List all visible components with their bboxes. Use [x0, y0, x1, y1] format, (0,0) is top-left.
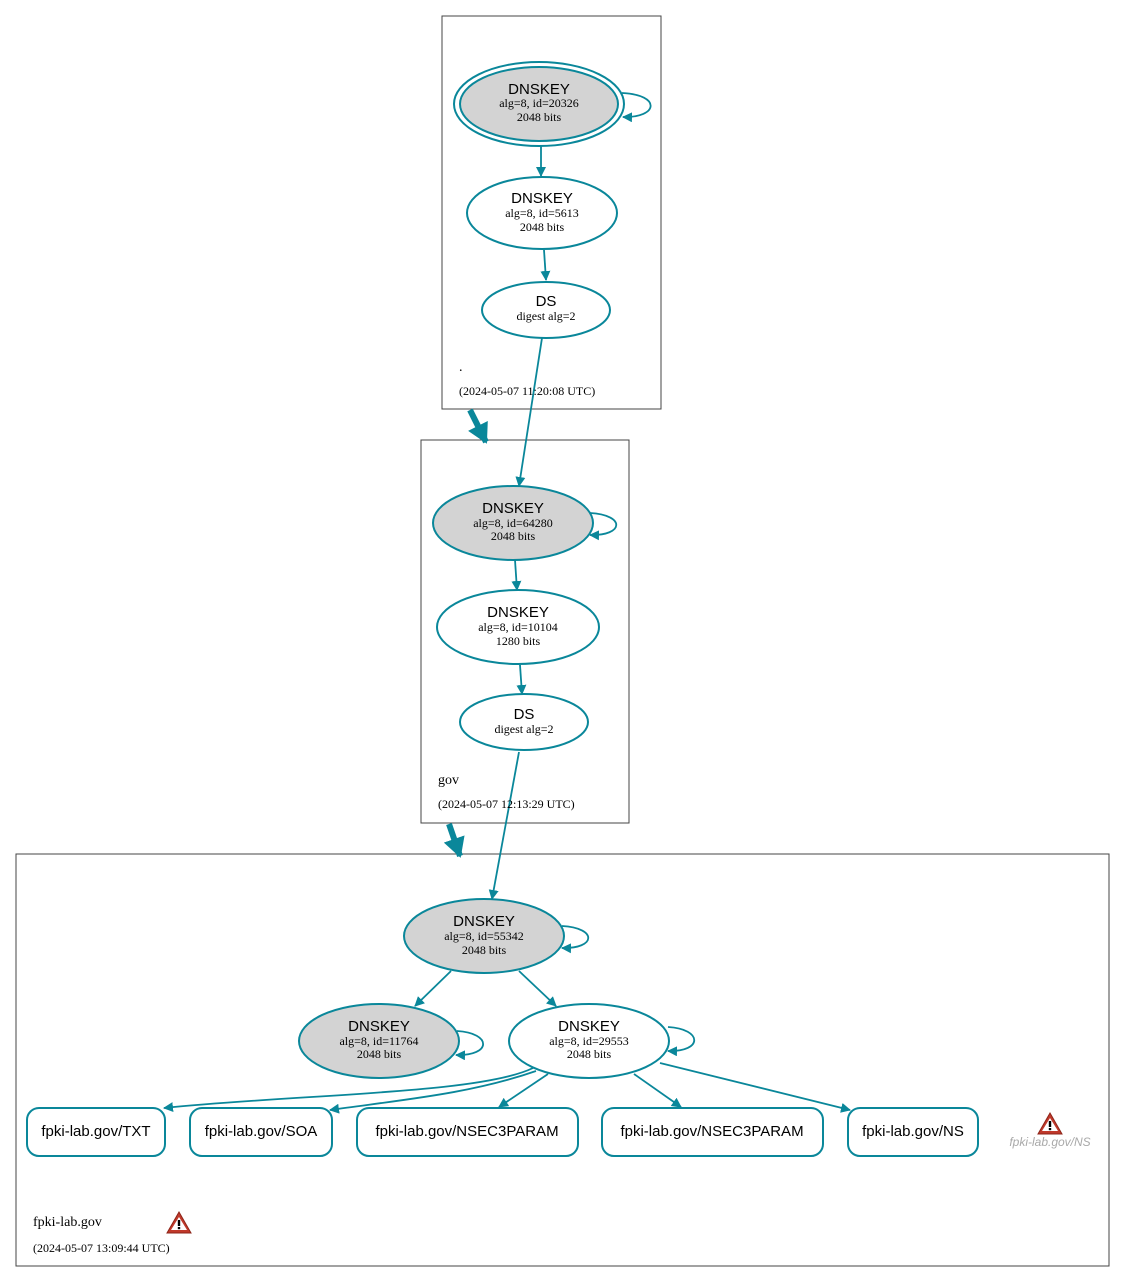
- edge-gov-ds-to-fpki-ksk: [488, 751, 520, 900]
- self-loop-gov-ksk: [589, 512, 618, 541]
- rrset-ns[interactable]: fpki-lab.gov/NS: [847, 1107, 979, 1157]
- node-fpki-ksk-size: 2048 bits: [462, 943, 507, 957]
- node-root-ds[interactable]: DS digest alg=2: [481, 281, 611, 339]
- node-fpki-zsk-size: 2048 bits: [567, 1047, 612, 1061]
- zone-fpki-box: [15, 853, 1110, 1267]
- rrset-txt-label: fpki-lab.gov/TXT: [41, 1123, 150, 1140]
- ghost-ns-label: fpki-lab.gov/NS: [1009, 1135, 1090, 1149]
- node-root-zsk-size: 2048 bits: [520, 220, 565, 234]
- node-fpki-ksk-detail: alg=8, id=55342: [444, 929, 524, 943]
- node-root-ksk[interactable]: DNSKEY alg=8, id=20326 2048 bits: [453, 61, 625, 147]
- zone-root-timestamp: (2024-05-07 11:20:08 UTC): [459, 384, 595, 398]
- rrset-nsec3param-2-label: fpki-lab.gov/NSEC3PARAM: [620, 1123, 803, 1140]
- node-gov-ksk-title: DNSKEY: [482, 500, 544, 517]
- node-fpki-key2-title: DNSKEY: [348, 1018, 410, 1035]
- node-gov-ds-detail: digest alg=2: [494, 722, 553, 736]
- edge-root-ds-to-gov-ksk: [515, 337, 543, 487]
- delegation-root-to-gov-arrow: [467, 408, 489, 444]
- node-root-ksk-size: 2048 bits: [517, 110, 562, 124]
- delegation-gov-to-fpki-arrow: [443, 823, 465, 858]
- zone-root-name: .: [459, 360, 463, 375]
- edge-fpki-zsk-to-nsec3param-1: [498, 1073, 549, 1108]
- ghost-ns-record[interactable]: fpki-lab.gov/NS: [1009, 1111, 1091, 1149]
- node-fpki-ksk-title: DNSKEY: [453, 913, 515, 930]
- node-fpki-key2-detail: alg=8, id=11764: [339, 1034, 418, 1048]
- node-fpki-ksk[interactable]: DNSKEY alg=8, id=55342 2048 bits: [403, 898, 565, 974]
- zone-gov-box: [420, 439, 630, 824]
- self-loop-fpki-key2: [455, 1030, 484, 1061]
- node-gov-ksk-detail: alg=8, id=64280: [473, 516, 553, 530]
- zone-root-box: [441, 15, 662, 410]
- edge-gov-zsk-to-ds: [516, 664, 527, 695]
- node-gov-zsk-title: DNSKEY: [487, 604, 549, 621]
- edge-fpki-ksk-to-key2: [414, 970, 452, 1007]
- node-fpki-key2-size: 2048 bits: [357, 1047, 402, 1061]
- node-gov-zsk-detail: alg=8, id=10104: [478, 620, 558, 634]
- edge-gov-ksk-to-zsk: [511, 559, 522, 591]
- rrset-nsec3param-2[interactable]: fpki-lab.gov/NSEC3PARAM: [601, 1107, 824, 1157]
- zone-gov-name: gov: [438, 773, 459, 788]
- rrset-nsec3param-1-label: fpki-lab.gov/NSEC3PARAM: [375, 1123, 558, 1140]
- node-fpki-zsk[interactable]: DNSKEY alg=8, id=29553 2048 bits: [508, 1003, 670, 1079]
- rrset-txt[interactable]: fpki-lab.gov/TXT: [26, 1107, 166, 1157]
- zone-warning-icon[interactable]: [166, 1210, 192, 1234]
- zone-fpki-name: fpki-lab.gov: [33, 1215, 102, 1230]
- rrset-soa[interactable]: fpki-lab.gov/SOA: [189, 1107, 333, 1157]
- edge-fpki-zsk-to-soa: [329, 1070, 537, 1114]
- node-fpki-key2[interactable]: DNSKEY alg=8, id=11764 2048 bits: [298, 1003, 460, 1079]
- self-loop-fpki-zsk: [667, 1026, 696, 1057]
- node-gov-zsk[interactable]: DNSKEY alg=8, id=10104 1280 bits: [436, 589, 600, 665]
- node-root-ksk-title: DNSKEY: [508, 81, 570, 98]
- self-loop-root-ksk: [621, 92, 652, 123]
- node-gov-ds-title: DS: [514, 706, 535, 723]
- rrset-soa-label: fpki-lab.gov/SOA: [205, 1123, 318, 1140]
- zone-gov-timestamp: (2024-05-07 12:13:29 UTC): [438, 797, 575, 811]
- node-fpki-zsk-detail: alg=8, id=29553: [549, 1034, 629, 1048]
- node-gov-ksk[interactable]: DNSKEY alg=8, id=64280 2048 bits: [432, 485, 594, 561]
- node-root-ds-detail: digest alg=2: [516, 309, 575, 323]
- node-fpki-zsk-title: DNSKEY: [558, 1018, 620, 1035]
- rrset-ns-label: fpki-lab.gov/NS: [862, 1123, 964, 1140]
- edge-fpki-zsk-to-nsec3param-2: [633, 1073, 682, 1108]
- node-gov-ds[interactable]: DS digest alg=2: [459, 693, 589, 751]
- node-gov-zsk-size: 1280 bits: [496, 634, 541, 648]
- warning-triangle-icon: [1037, 1111, 1063, 1135]
- edge-fpki-zsk-to-ns: [659, 1062, 851, 1113]
- node-root-zsk-detail: alg=8, id=5613: [505, 206, 579, 220]
- rrset-nsec3param-1[interactable]: fpki-lab.gov/NSEC3PARAM: [356, 1107, 579, 1157]
- edge-root-zsk-to-ds: [540, 249, 551, 281]
- node-root-zsk[interactable]: DNSKEY alg=8, id=5613 2048 bits: [466, 176, 618, 250]
- node-root-zsk-title: DNSKEY: [511, 190, 573, 207]
- self-loop-fpki-ksk: [561, 925, 590, 954]
- node-root-ksk-detail: alg=8, id=20326: [499, 96, 579, 110]
- edge-fpki-zsk-to-txt: [163, 1067, 534, 1113]
- zone-fpki-timestamp: (2024-05-07 13:09:44 UTC): [33, 1241, 170, 1255]
- edge-fpki-ksk-to-zsk: [518, 970, 557, 1007]
- node-root-ds-title: DS: [536, 293, 557, 310]
- node-gov-ksk-size: 2048 bits: [491, 529, 536, 543]
